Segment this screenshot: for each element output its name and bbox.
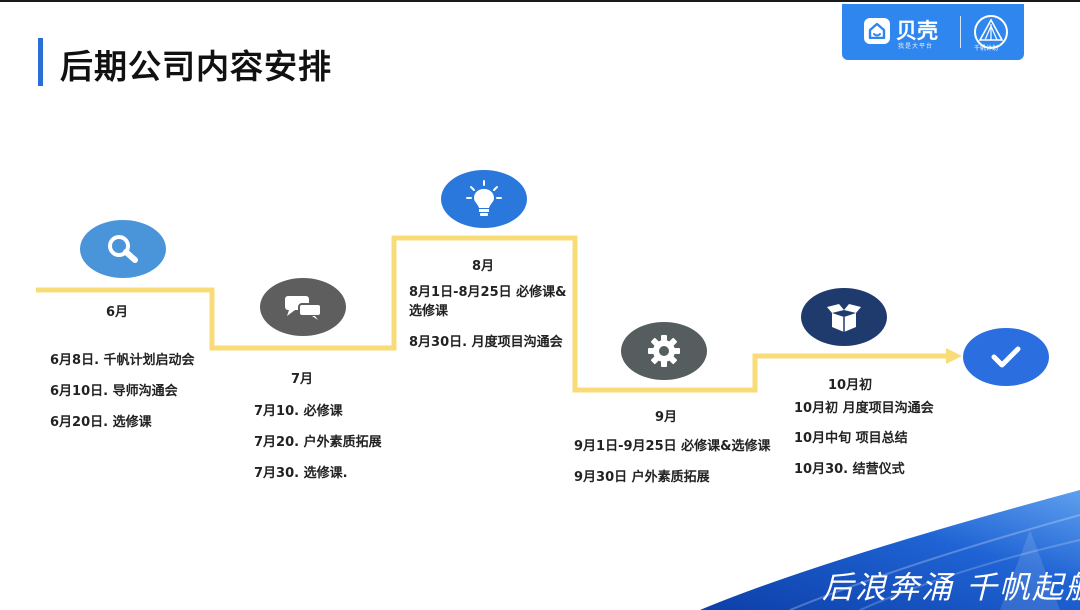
chat-bubbles-icon [260, 278, 346, 336]
brand-name: 贝壳 [896, 19, 938, 43]
month-label-aug: 8月 [472, 259, 495, 274]
month-label-jul: 7月 [291, 372, 314, 387]
event-sep-1: 9月1日-9月25日 必修课&选修课 [574, 439, 771, 454]
event-oct-2: 10月中旬 项目总结 [794, 431, 908, 446]
month-label-sep: 9月 [655, 410, 678, 425]
emblem-label: 千帆计划 [974, 45, 999, 52]
event-aug-1: 8月1日-8月25日 必修课& [409, 285, 567, 300]
brand-logo: 贝壳 我是大平台 千帆计划 [842, 4, 1024, 60]
event-aug-2: 8月30日. 月度项目沟通会 [409, 335, 563, 350]
event-jun-2: 6月10日. 导师沟通会 [50, 384, 178, 399]
lightbulb-icon [441, 170, 527, 228]
month-label-jun: 6月 [106, 305, 129, 320]
gear-icon [621, 322, 707, 380]
event-aug-1-cont: 选修课 [409, 304, 449, 319]
event-oct-1: 10月初 月度项目沟通会 [794, 401, 934, 416]
title-accent-bar [38, 38, 43, 86]
event-jul-2: 7月20. 户外素质拓展 [254, 435, 382, 450]
sail-emblem-icon [974, 15, 1008, 49]
decorative-corner [700, 470, 1080, 610]
logo-divider [960, 16, 961, 48]
event-jul-1: 7月10. 必修课 [254, 404, 343, 419]
event-sep-2: 9月30日 户外素质拓展 [574, 470, 710, 485]
search-icon [80, 220, 166, 278]
event-jun-1: 6月8日. 千帆计划启动会 [50, 353, 195, 368]
event-oct-3: 10月30. 结营仪式 [794, 462, 905, 477]
month-label-oct: 10月初 [828, 378, 873, 393]
checkmark-icon [963, 328, 1049, 386]
open-box-icon [801, 288, 887, 346]
slogan-calligraphy: 后浪奔涌 千帆起航 [822, 570, 1080, 606]
brand-slogan: 我是大平台 [898, 43, 934, 50]
house-logo-icon [864, 18, 890, 44]
page-title: 后期公司内容安排 [60, 47, 332, 86]
event-jun-3: 6月20日. 选修课 [50, 415, 152, 430]
event-jul-3: 7月30. 选修课. [254, 466, 348, 481]
top-border [0, 0, 1080, 2]
